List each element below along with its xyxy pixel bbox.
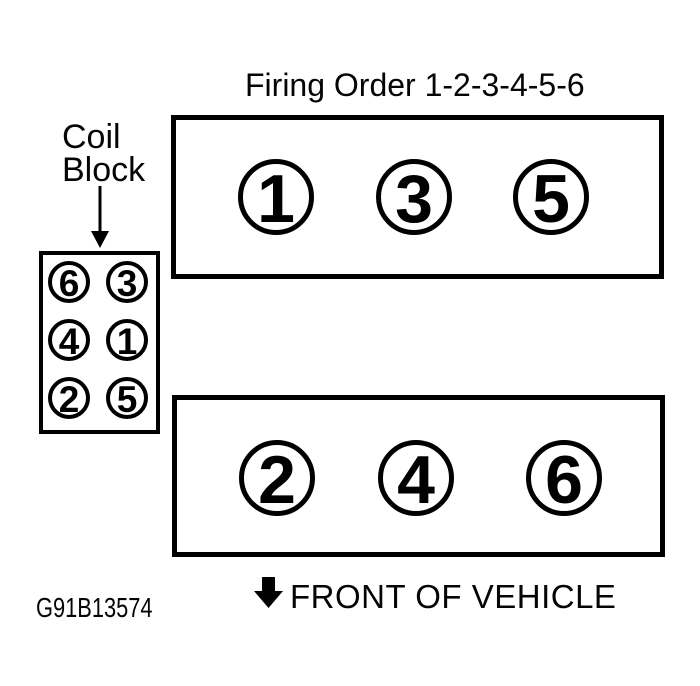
coil-terminal: 5	[106, 377, 148, 419]
cylinder-circle: 6	[526, 440, 602, 516]
cylinder-circle: 3	[376, 159, 452, 235]
figure-id: G91B13574	[36, 592, 153, 623]
coil-terminal: 2	[48, 377, 90, 419]
cylinder-circle: 2	[239, 440, 315, 516]
coil-terminal: 1	[106, 319, 148, 361]
cylinder-circle: 1	[238, 159, 314, 235]
diagram-title: Firing Order 1-2-3-4-5-6	[245, 67, 585, 103]
coil-block-label-line1: Coil	[62, 118, 121, 156]
front-of-vehicle-down-arrow-icon	[254, 577, 283, 608]
coil-block-pointer-down-arrow-icon	[91, 186, 109, 248]
coil-terminal: 6	[48, 261, 90, 303]
coil-block-label-line2: Block	[62, 151, 146, 189]
cylinder-circle: 5	[513, 159, 589, 235]
coil-terminal: 4	[48, 319, 90, 361]
front-of-vehicle-label: FRONT OF VEHICLE	[290, 578, 617, 615]
cylinder-circle: 4	[378, 440, 454, 516]
coil-terminal: 3	[106, 261, 148, 303]
coil-block-label: Coil Block	[62, 118, 146, 189]
